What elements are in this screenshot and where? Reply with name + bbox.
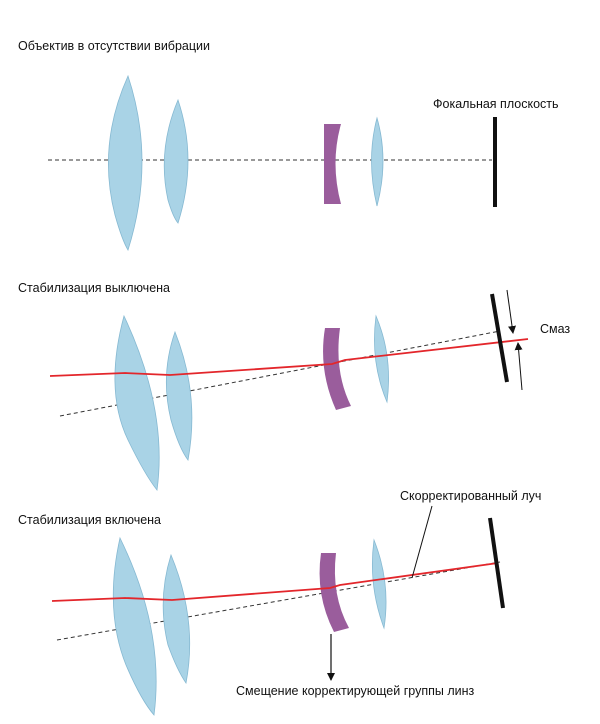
blur-arrow-up [514, 342, 523, 391]
tilted-focal-plane [488, 517, 505, 609]
rear-lens [374, 314, 389, 404]
panel-title: Стабилизация включена [18, 513, 161, 527]
rear-lens [371, 538, 387, 630]
tilted-optical-axis [59, 330, 501, 417]
panel-title: Объектив в отсутствии вибрации [18, 39, 210, 53]
lens-shift-label: Смещение корректирующей группы линз [236, 684, 474, 698]
front-lens-1 [114, 314, 160, 491]
corrective-lens [324, 124, 341, 204]
tilted-optical-axis [56, 561, 501, 641]
rear-lens [371, 116, 384, 207]
corrected-light-ray [51, 562, 499, 602]
corrected-ray-label: Скорректированный луч [400, 489, 541, 503]
corrective-lens [323, 328, 351, 410]
tilted-focal-plane [490, 293, 509, 383]
corrective-lens-shifted [319, 553, 349, 632]
front-lens-2 [162, 553, 191, 685]
panel-stabilization-on: Стабилизация включена Скорректированный … [18, 489, 541, 716]
focal-plane-label: Фокальная плоскость [433, 97, 559, 111]
front-lens-1 [112, 536, 157, 716]
corrected-ray-leader-line [411, 505, 433, 579]
blur-label: Смаз [540, 322, 570, 336]
panel-title: Стабилизация выключена [18, 281, 170, 295]
front-lens-2 [165, 330, 193, 461]
light-ray [49, 338, 529, 377]
panel-stabilization-off: Стабилизация выключена Смаз [18, 281, 570, 491]
panel-no-vibration: Объектив в отсутствии вибрации Фокальная… [18, 39, 559, 251]
front-lens-2 [163, 98, 189, 224]
blur-arrow-down [506, 289, 516, 334]
front-lens-1 [108, 74, 143, 251]
